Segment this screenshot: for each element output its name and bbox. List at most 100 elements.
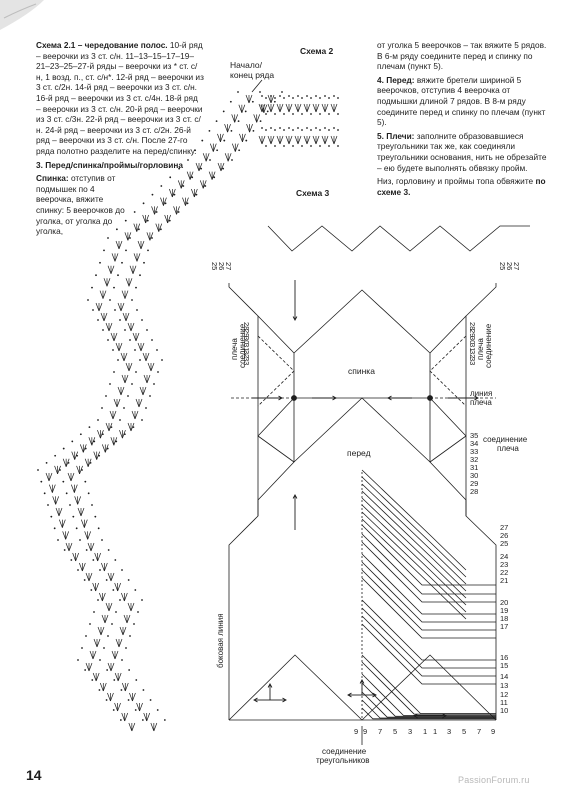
back-right-edge bbox=[429, 315, 467, 437]
chain-dot bbox=[145, 407, 147, 409]
arrow-head bbox=[253, 697, 258, 703]
crochet-fan-symbol bbox=[177, 180, 185, 189]
crochet-fan-symbol bbox=[303, 135, 311, 145]
chain-dot bbox=[266, 110, 269, 113]
chain-dot bbox=[113, 286, 115, 289]
chain-dot bbox=[259, 91, 261, 93]
back-title: Спинка: bbox=[36, 173, 69, 184]
back-left-edge bbox=[257, 315, 295, 437]
chain-dot bbox=[125, 647, 127, 649]
crochet-fan-symbol bbox=[100, 312, 108, 322]
row-number: 25 bbox=[210, 262, 219, 270]
chain-dot bbox=[77, 569, 79, 571]
arrow-head bbox=[292, 316, 298, 321]
scheme-21-title: Схема 2.1 – чередование полос. bbox=[36, 40, 168, 50]
chain-dot bbox=[153, 383, 155, 385]
crochet-fan-symbol bbox=[121, 712, 129, 722]
chain-dot bbox=[89, 461, 92, 464]
chain-dot bbox=[252, 129, 255, 132]
scheme-3-construction-chart bbox=[228, 225, 530, 721]
chain-dot bbox=[288, 95, 290, 97]
chain-dot bbox=[301, 145, 303, 147]
chain-dot bbox=[101, 539, 103, 541]
chain-dot bbox=[306, 127, 308, 129]
chain-dot bbox=[92, 309, 94, 311]
chain-dot bbox=[283, 97, 285, 99]
crochet-fan-symbol bbox=[127, 602, 135, 612]
chain-dot bbox=[270, 127, 272, 129]
chain-dot bbox=[103, 647, 105, 649]
row-number: 31 bbox=[470, 463, 478, 472]
front-row-chevron bbox=[361, 497, 467, 599]
chain-dot bbox=[109, 299, 111, 301]
chain-dot bbox=[328, 97, 330, 99]
shoulder-line-label-2: плеча bbox=[470, 398, 492, 407]
edging-body: Низ, горловину и проймы топа обвяжите bbox=[377, 176, 534, 187]
crochet-fan-symbol bbox=[128, 722, 136, 732]
arrow-head bbox=[372, 692, 377, 698]
row-number: 33 bbox=[468, 357, 477, 365]
row-start-label: Начало/ bbox=[230, 60, 263, 70]
crochet-fan-symbol bbox=[186, 171, 194, 180]
bottom-fan-count: 7 bbox=[477, 727, 481, 736]
crochet-fan-symbol bbox=[253, 114, 261, 123]
crochet-fan-symbol bbox=[245, 94, 253, 104]
shoulder-join-label-2: плеча bbox=[497, 444, 519, 453]
chain-dot bbox=[129, 237, 131, 239]
chain-dot bbox=[191, 176, 194, 179]
crochet-fan-symbol bbox=[107, 572, 115, 582]
chain-dot bbox=[70, 559, 73, 561]
chain-dot bbox=[237, 120, 240, 123]
front-right-armhole bbox=[429, 461, 467, 516]
crochet-fan-symbol bbox=[217, 133, 224, 142]
chain-dot bbox=[45, 461, 48, 464]
front-neck bbox=[293, 397, 431, 463]
chain-dot bbox=[142, 202, 145, 205]
crochet-fan-symbol bbox=[267, 103, 275, 113]
chain-dot bbox=[79, 539, 81, 541]
chain-dot bbox=[245, 139, 248, 142]
crochet-fan-symbol bbox=[173, 206, 180, 215]
crochet-fan-symbol bbox=[139, 386, 147, 396]
chain-dot bbox=[200, 167, 203, 170]
row-number: 31 bbox=[242, 343, 251, 351]
chain-dot bbox=[106, 669, 109, 671]
chain-dot bbox=[292, 145, 294, 147]
front-row-chevron bbox=[361, 504, 467, 606]
chain-dot bbox=[187, 159, 189, 161]
bottom-fan-count: 9 bbox=[354, 727, 358, 736]
chain-dot bbox=[97, 527, 100, 530]
chain-dot bbox=[216, 149, 219, 152]
crochet-fan-symbol bbox=[129, 265, 137, 274]
chain-dot bbox=[177, 211, 180, 213]
crochet-fan-symbol bbox=[285, 135, 293, 145]
chain-dot bbox=[98, 689, 101, 691]
crochet-fan-symbol bbox=[114, 672, 122, 682]
front-row-chevron bbox=[361, 511, 467, 613]
band-row-chevron bbox=[361, 524, 496, 586]
crochet-fan-symbol bbox=[97, 430, 104, 439]
edging-paragraph: Низ, горловину и проймы топа обвяжите по… bbox=[377, 176, 547, 197]
back-neck bbox=[293, 289, 431, 354]
right-text-column: от уголка 5 веерочков – так вяжите 5 ряд… bbox=[377, 40, 547, 200]
chain-dot bbox=[124, 329, 126, 331]
right-p1: от уголка 5 веерочков – так вяжите 5 ряд… bbox=[377, 40, 547, 72]
chain-dot bbox=[265, 113, 267, 115]
chain-dot bbox=[173, 193, 176, 196]
right-shoulder-point bbox=[427, 395, 433, 401]
crochet-fan-symbol bbox=[238, 104, 246, 113]
chain-dot bbox=[105, 579, 108, 581]
chain-dot bbox=[213, 176, 216, 179]
chain-dot bbox=[84, 669, 87, 671]
row-number: 25 bbox=[498, 262, 507, 270]
chain-dot bbox=[337, 145, 339, 147]
row-number: 35 bbox=[470, 431, 478, 440]
chain-dot bbox=[319, 145, 321, 147]
back-label: спинка bbox=[348, 366, 375, 376]
crochet-fan-symbol bbox=[107, 265, 115, 274]
chain-dot bbox=[156, 349, 158, 351]
chain-dot bbox=[123, 407, 125, 409]
left-strap-join-label: соединение bbox=[238, 323, 247, 368]
chain-dot bbox=[117, 274, 119, 277]
